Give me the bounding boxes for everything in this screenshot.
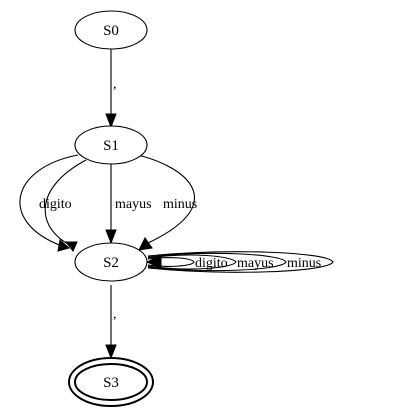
- edge-s2-s2-minus: minus: [145, 251, 334, 273]
- node-label-s1: S1: [103, 138, 119, 154]
- edge-label-s1-s2-mayus: mayus: [115, 197, 152, 212]
- edge-label-s2-s2-mayus: mayus: [237, 256, 274, 271]
- node-s1: S1: [74, 125, 148, 165]
- edge-label-s1-s2-digito: digito: [39, 197, 72, 212]
- node-label-s2: S2: [103, 255, 119, 271]
- edge-s2-s2-mayus: mayus: [147, 252, 287, 272]
- edge-s2-s2-digito: digito: [147, 254, 237, 271]
- node-s3-accepting: S3: [68, 357, 154, 407]
- edge-label-s2-s2-minus: minus: [287, 256, 321, 271]
- node-label-s0: S0: [103, 23, 119, 39]
- node-s0: S0: [74, 10, 148, 50]
- edge-label-s2-s2-digito: digito: [195, 256, 228, 271]
- edge-label-s0-s1: ,: [113, 77, 117, 92]
- edge-s1-s2-mayus: mayus: [105, 163, 152, 245]
- node-label-s3: S3: [103, 375, 119, 391]
- edge-s1-s2-minus: minus: [137, 154, 197, 251]
- edge-s2-s2-unlabeled: [147, 257, 195, 267]
- edge-s0-s1: ,: [105, 49, 117, 129]
- node-s2: S2: [74, 242, 148, 282]
- edge-s1-s2-digito: digito: [39, 159, 87, 252]
- edge-label-s1-s2-minus: minus: [163, 197, 197, 212]
- edge-s1-s2-unlabeled: [19, 154, 79, 252]
- edge-label-s2-s3: ,: [113, 307, 117, 322]
- edge-s2-s3: ,: [105, 285, 117, 360]
